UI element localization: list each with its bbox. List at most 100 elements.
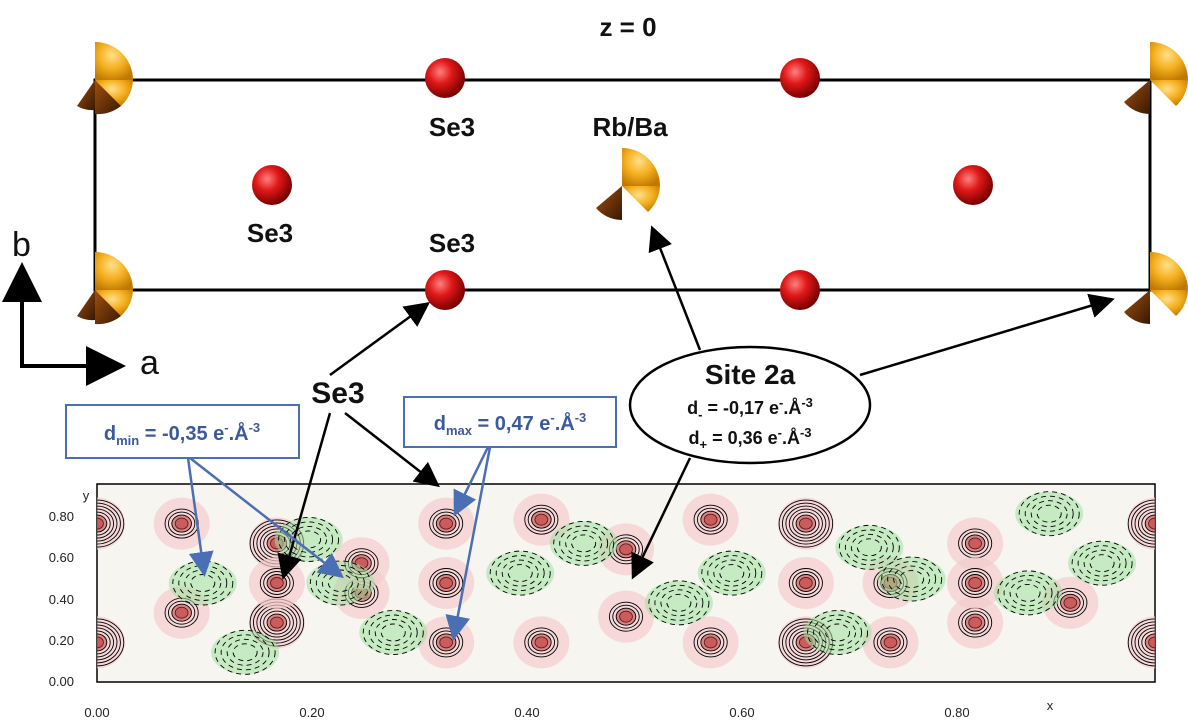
positive-contour <box>171 603 192 622</box>
positive-contour <box>788 568 823 598</box>
title-z0: z = 0 <box>599 12 656 42</box>
positive-contour <box>696 507 725 532</box>
negative-contour <box>1030 500 1068 528</box>
positive-contour <box>97 502 121 545</box>
y-tick-2: 0.40 <box>49 592 74 607</box>
axis-label-a: a <box>140 344 159 382</box>
site-2a-title: Site 2a <box>705 359 796 390</box>
unit-cell-outline <box>93 78 1152 292</box>
positive-contour <box>1127 499 1155 548</box>
positive-contour <box>171 514 192 533</box>
positive-contour <box>792 511 820 536</box>
positive-contour <box>524 627 559 658</box>
negative-fill <box>1068 541 1137 586</box>
positive-contour <box>167 511 196 536</box>
positive-contour <box>435 574 457 592</box>
positive-contour <box>97 508 115 539</box>
negative-contour <box>648 580 710 626</box>
negative-contour <box>856 538 882 557</box>
negative-contour <box>660 589 698 617</box>
positive-contour <box>795 574 817 592</box>
negative-contour <box>290 525 328 553</box>
negative-contour <box>707 555 757 592</box>
positive-contour <box>1141 511 1155 536</box>
negative-contour <box>899 570 925 588</box>
label-se3-top: Se3 <box>429 112 475 142</box>
y-tick-1: 0.60 <box>49 550 74 565</box>
negative-contour <box>1003 574 1053 611</box>
negative-contour <box>296 530 322 549</box>
rb-ba-atom-corner-tr <box>1124 42 1188 115</box>
positive-contour <box>785 505 827 542</box>
negative-contour <box>1036 504 1062 523</box>
positive-contour <box>961 571 989 595</box>
negative-contour <box>1009 579 1047 607</box>
positive-contour <box>1141 630 1155 655</box>
arrow-dmax-1 <box>453 446 490 517</box>
negative-contour <box>1077 545 1127 582</box>
arrow-dmin-2 <box>189 457 344 579</box>
positive-contour <box>1134 624 1155 661</box>
positive-contour <box>263 610 291 635</box>
arrow-se3-to-map-right <box>344 412 440 488</box>
negative-contour <box>713 559 751 587</box>
positive-contour <box>1127 618 1155 667</box>
negative-contour <box>501 559 539 587</box>
positive-contour <box>429 568 464 598</box>
y-tick-0: 0.80 <box>49 509 74 524</box>
label-se3-left: Se3 <box>247 218 293 248</box>
negative-contour <box>844 529 894 566</box>
positive-contour <box>1137 508 1155 539</box>
map-x-axis-label: x <box>1047 698 1054 713</box>
x-tick-3: 0.60 <box>729 705 754 720</box>
positive-contour <box>97 633 108 652</box>
positive-contour <box>97 621 121 664</box>
negative-contour <box>654 584 704 621</box>
positive-contour <box>612 604 640 629</box>
negative-contour <box>232 643 258 662</box>
positive-contour <box>1144 633 1155 652</box>
negative-fill <box>211 630 280 675</box>
positive-contour <box>1131 621 1155 664</box>
positive-contour <box>259 568 294 598</box>
negative-contour <box>507 564 533 583</box>
positive-contour <box>693 627 728 658</box>
negative-contour <box>1018 491 1080 537</box>
negative-contour <box>309 560 371 606</box>
label-rb-ba: Rb/Ba <box>592 112 668 142</box>
negative-contour <box>553 520 615 566</box>
positive-contour <box>615 607 637 626</box>
dmin-text: dmin = -0,35 e-.Å-3 <box>104 420 260 448</box>
arrow-site-to-map <box>631 457 692 580</box>
negative-contour <box>666 593 692 612</box>
positive-contour <box>876 630 905 655</box>
label-se3-callout: Se3 <box>311 377 364 410</box>
negative-fill <box>359 610 428 655</box>
negative-fill <box>994 570 1063 615</box>
negative-contour <box>559 525 609 562</box>
negative-fill <box>697 551 766 596</box>
positive-contour <box>266 613 288 632</box>
positive-contour <box>615 540 637 559</box>
positive-contour <box>778 499 834 548</box>
negative-contour <box>220 634 270 671</box>
negative-contour <box>719 564 745 583</box>
positive-contour <box>97 514 108 533</box>
rb-ba-atom-corner-tl <box>77 42 133 115</box>
negative-fill <box>486 551 555 596</box>
site-2a-dplus: d+ = 0,36 e-.Å-3 <box>688 425 811 452</box>
density-map <box>96 483 1156 683</box>
negative-contour <box>565 529 603 557</box>
negative-contour <box>1024 495 1074 532</box>
negative-contour <box>701 550 763 596</box>
negative-contour <box>819 619 857 646</box>
dmax-text: dmax = 0,47 e-.Å-3 <box>434 410 587 438</box>
se-atom-1 <box>425 58 465 98</box>
negative-fill <box>877 557 946 602</box>
positive-contour <box>167 600 196 625</box>
negative-contour <box>214 629 276 675</box>
positive-contour <box>1137 627 1155 658</box>
negative-contour <box>1089 554 1115 573</box>
negative-contour <box>807 610 869 655</box>
